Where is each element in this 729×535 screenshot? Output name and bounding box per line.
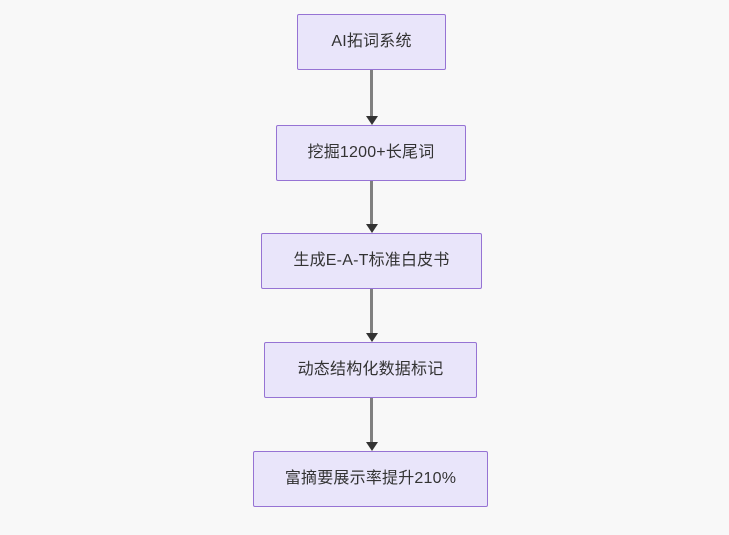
flow-edge-line (370, 70, 373, 118)
arrow-down-icon (365, 116, 378, 125)
flow-edge-line (370, 398, 373, 444)
flow-edge-4 (365, 398, 378, 451)
flow-node-mine-longtail-keywords[interactable]: 挖掘1200+长尾词 (276, 125, 466, 181)
flow-edge-1 (365, 70, 378, 125)
arrow-down-icon (365, 224, 378, 233)
flow-node-dynamic-structured-data-markup[interactable]: 动态结构化数据标记 (264, 342, 477, 398)
flow-edge-line (370, 289, 373, 335)
arrow-down-icon (365, 333, 378, 342)
flow-edge-line (370, 181, 373, 226)
flow-node-ai-keyword-system[interactable]: AI拓词系统 (297, 14, 446, 70)
flow-edge-2 (365, 181, 378, 233)
flow-node-generate-eat-whitepaper[interactable]: 生成E-A-T标准白皮书 (261, 233, 482, 289)
arrow-down-icon (365, 442, 378, 451)
flow-edge-3 (365, 289, 378, 342)
flow-node-rich-snippet-impression-uplift[interactable]: 富摘要展示率提升210% (253, 451, 488, 507)
